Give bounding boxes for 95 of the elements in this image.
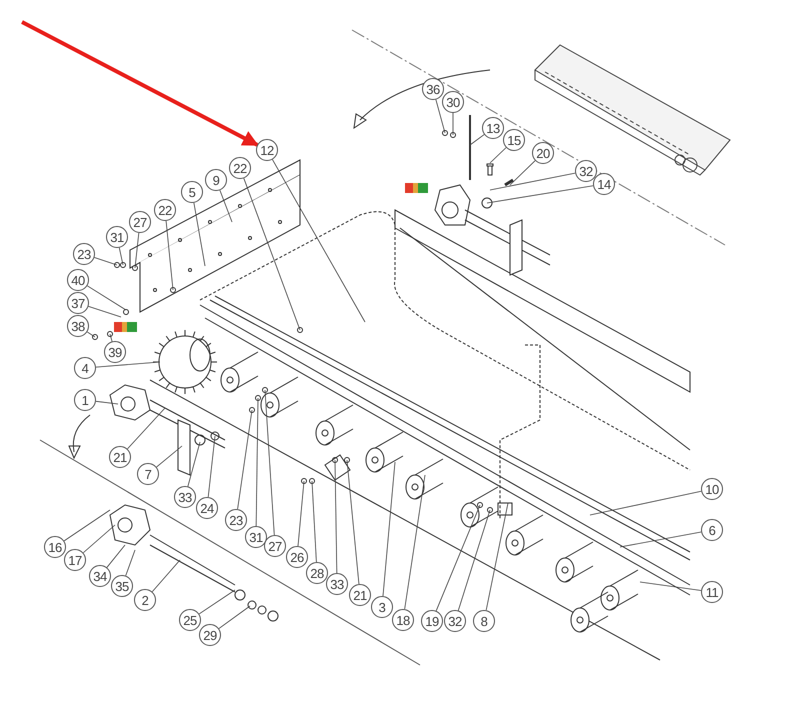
leader-line: [404, 474, 426, 610]
callout-number: 1: [74, 389, 96, 411]
callout-number: 3: [371, 596, 393, 618]
callout-number: 27: [129, 211, 151, 233]
leader-line: [334, 460, 338, 574]
callout-number: 14: [593, 173, 615, 195]
callout-number: 9: [205, 169, 227, 191]
leader-line: [156, 446, 182, 468]
leader-line: [188, 442, 200, 487]
callout-number: 11: [701, 581, 723, 603]
leader-line: [127, 408, 166, 450]
leader-line: [218, 606, 250, 629]
leader-line: [88, 306, 122, 318]
callout-number: 13: [482, 117, 504, 139]
leader-line: [82, 524, 116, 554]
callout-number: 19: [421, 610, 443, 632]
pointer-arrow: [21, 20, 259, 147]
leader-line: [486, 502, 508, 611]
callout-number: 37: [67, 292, 89, 314]
callout-number: 35: [111, 575, 133, 597]
leader-line: [152, 560, 180, 592]
callout-number: 21: [349, 584, 371, 606]
leader-line: [510, 160, 536, 186]
callout-number: 8: [473, 610, 495, 632]
leader-line: [237, 410, 252, 510]
leader-line: [125, 550, 136, 576]
leader-line: [96, 362, 160, 368]
callout-number: 23: [73, 243, 95, 265]
callout-number: 30: [442, 91, 464, 113]
callout-number: 36: [422, 78, 444, 100]
leader-line: [198, 590, 236, 614]
leader-line: [458, 510, 490, 611]
callout-number: 38: [67, 315, 89, 337]
leader-line: [486, 185, 594, 204]
leader-line: [86, 285, 126, 310]
leader-line: [490, 147, 506, 164]
callout-number: 28: [306, 562, 328, 584]
leader-line: [118, 247, 124, 266]
callout-number: 18: [392, 609, 414, 631]
callout-number: 25: [179, 609, 201, 631]
leader-line: [452, 112, 454, 136]
leader-line: [106, 544, 126, 568]
callout-number: 34: [89, 565, 111, 587]
leader-line: [96, 400, 118, 404]
callout-number: 16: [44, 536, 66, 558]
leader-line: [64, 510, 110, 542]
leader-line: [264, 390, 275, 536]
callout-number: 32: [444, 610, 466, 632]
callout-number: 33: [174, 486, 196, 508]
leader-line: [436, 504, 480, 612]
leader-line: [272, 159, 366, 322]
leader-line: [640, 582, 702, 591]
callout-number: 4: [74, 357, 96, 379]
callout-number: 40: [67, 269, 89, 291]
callout-number: 31: [245, 526, 267, 548]
callout-number: 22: [154, 199, 176, 221]
leader-line: [134, 232, 140, 268]
leader-line: [490, 172, 576, 190]
leader-line: [436, 99, 446, 134]
leader-line: [256, 398, 258, 526]
leader-line: [86, 332, 96, 338]
callout-number: 20: [532, 142, 554, 164]
callout-number: 12: [256, 139, 278, 161]
callout-number: 2: [134, 589, 156, 611]
leader-line: [382, 462, 396, 596]
callout-number: 5: [181, 181, 203, 203]
callout-number: 22: [229, 157, 251, 179]
leader-line: [243, 178, 300, 330]
callout-number: 31: [106, 226, 128, 248]
leader-line: [590, 490, 702, 516]
leader-line: [208, 436, 216, 498]
leader-line: [312, 480, 317, 562]
leader-line: [298, 480, 304, 546]
callout-number: 15: [503, 129, 525, 151]
callout-number: 7: [137, 463, 159, 485]
callout-number: 21: [109, 446, 131, 468]
callout-number: 17: [64, 549, 86, 571]
callout-number: 10: [701, 478, 723, 500]
callout-number: 33: [326, 573, 348, 595]
callout-number: 29: [199, 624, 221, 646]
callout-number: 26: [286, 546, 308, 568]
callout-number: 27: [264, 535, 286, 557]
leader-line: [620, 532, 702, 548]
callout-number: 6: [701, 519, 723, 541]
leader-line: [194, 202, 206, 266]
leader-line: [220, 190, 232, 222]
leader-line: [470, 134, 485, 146]
leader-line: [166, 220, 174, 290]
leader-line: [346, 460, 360, 584]
leader-line: [94, 257, 118, 266]
callout-number: 39: [104, 341, 126, 363]
leader-line: [110, 334, 112, 342]
callout-number: 24: [196, 497, 218, 519]
callout-number: 32: [575, 160, 597, 182]
callout-number: 23: [225, 509, 247, 531]
